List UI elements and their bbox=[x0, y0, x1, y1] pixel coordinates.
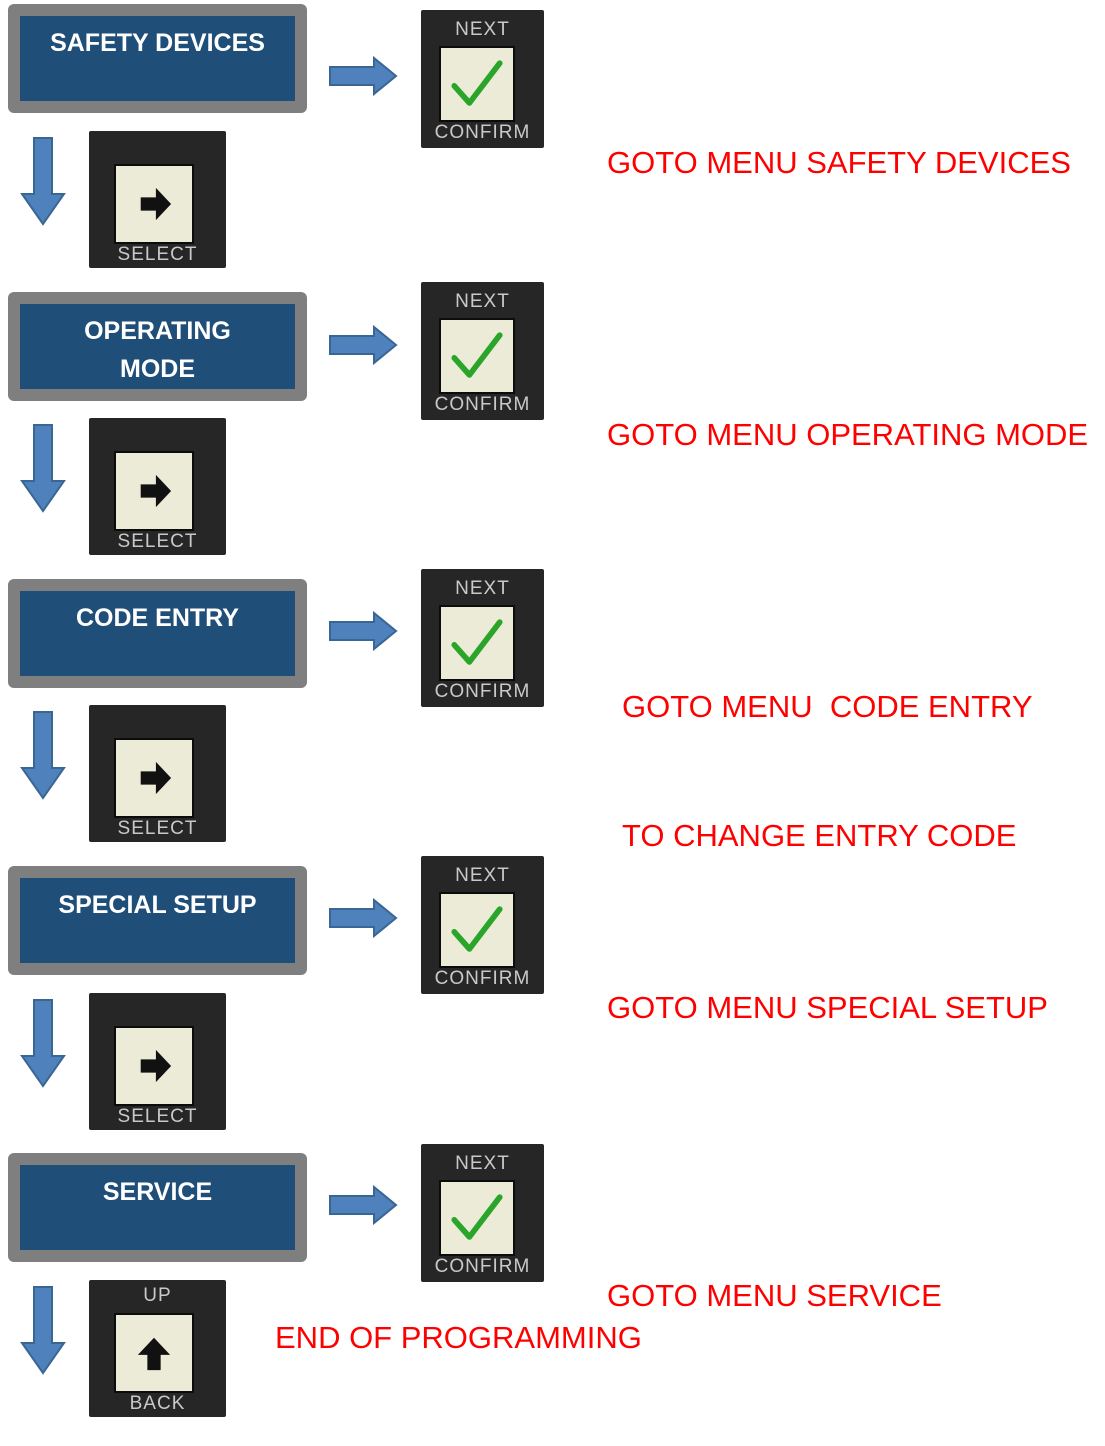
down-arrow-icon bbox=[20, 1286, 66, 1375]
right-arrow-icon bbox=[329, 1185, 398, 1225]
menu-label: SERVICE bbox=[20, 1165, 295, 1250]
menu-box-code-entry: CODE ENTRY bbox=[8, 579, 307, 688]
select-key[interactable]: SELECT bbox=[89, 131, 226, 268]
key-face bbox=[439, 605, 515, 681]
key-face bbox=[114, 164, 194, 244]
select-key[interactable]: SELECT bbox=[89, 418, 226, 555]
menu-label: SAFETY DEVICES bbox=[20, 16, 295, 101]
right-arrow-icon bbox=[329, 611, 398, 651]
menu-label-line1: OPERATING bbox=[84, 317, 231, 345]
key-label-next: NEXT bbox=[455, 578, 510, 599]
checkmark-icon bbox=[451, 906, 503, 952]
menu-box-safety-devices: SAFETY DEVICES bbox=[8, 4, 307, 113]
menu-label: OPERATING MODE bbox=[20, 304, 295, 389]
checkmark-icon bbox=[451, 332, 503, 378]
annotation-line1: GOTO MENU SPECIAL SETUP bbox=[607, 990, 1048, 1025]
key-face bbox=[114, 738, 194, 818]
key-face bbox=[439, 46, 515, 122]
arrow-right-icon bbox=[140, 187, 172, 221]
key-label-next: NEXT bbox=[455, 19, 510, 40]
down-arrow-icon bbox=[20, 424, 66, 513]
menu-box-service: SERVICE bbox=[8, 1153, 307, 1262]
right-arrow-icon bbox=[329, 56, 398, 96]
end-of-programming-text: END OF PROGRAMMING bbox=[275, 1320, 642, 1355]
key-face bbox=[439, 892, 515, 968]
select-key[interactable]: SELECT bbox=[89, 993, 226, 1130]
key-label-next: NEXT bbox=[455, 291, 510, 312]
key-face bbox=[114, 1313, 194, 1393]
menu-label: SPECIAL SETUP bbox=[20, 878, 295, 963]
key-label-select: SELECT bbox=[117, 531, 198, 552]
key-label-confirm: CONFIRM bbox=[434, 681, 531, 702]
down-arrow-icon bbox=[20, 711, 66, 800]
menu-box-special-setup: SPECIAL SETUP bbox=[8, 866, 307, 975]
key-face bbox=[114, 451, 194, 531]
next-confirm-key[interactable]: NEXT CONFIRM bbox=[421, 569, 544, 707]
checkmark-icon bbox=[451, 619, 503, 665]
next-confirm-key[interactable]: NEXT CONFIRM bbox=[421, 282, 544, 420]
annotation-line1: GOTO MENU SAFETY DEVICES bbox=[607, 145, 1071, 180]
key-face bbox=[439, 318, 515, 394]
next-confirm-key[interactable]: NEXT CONFIRM bbox=[421, 10, 544, 148]
annotation-line1: GOTO MENU OPERATING MODE bbox=[607, 417, 1089, 452]
annotation-text: GOTO MENU OPERATING MODE bbox=[607, 327, 1088, 585]
key-label-select: SELECT bbox=[117, 1106, 198, 1127]
arrow-right-icon bbox=[140, 474, 172, 508]
right-arrow-icon bbox=[329, 898, 398, 938]
select-key[interactable]: SELECT bbox=[89, 705, 226, 842]
key-face bbox=[439, 1180, 515, 1256]
annotation-text: GOTO MENU SERVICE bbox=[607, 1188, 942, 1446]
menu-label-line1: SERVICE bbox=[102, 1178, 213, 1206]
annotation-line1: GOTO MENU CODE ENTRY bbox=[622, 689, 1033, 724]
next-confirm-key[interactable]: NEXT CONFIRM bbox=[421, 1144, 544, 1282]
menu-label-line1: CODE ENTRY bbox=[76, 604, 239, 632]
key-label-select: SELECT bbox=[117, 244, 198, 265]
checkmark-icon bbox=[451, 1194, 503, 1240]
arrow-up-icon bbox=[137, 1337, 171, 1371]
menu-label-line1: SPECIAL SETUP bbox=[58, 891, 257, 919]
key-label-next: NEXT bbox=[455, 1153, 510, 1174]
key-label-back: BACK bbox=[129, 1393, 186, 1414]
annotation-text: GOTO MENU SPECIAL SETUP bbox=[607, 900, 1048, 1158]
right-arrow-icon bbox=[329, 325, 398, 365]
arrow-right-icon bbox=[140, 1049, 172, 1083]
up-back-key[interactable]: UP BACK bbox=[89, 1280, 226, 1417]
next-confirm-key[interactable]: NEXT CONFIRM bbox=[421, 856, 544, 994]
key-label-up: UP bbox=[143, 1285, 172, 1306]
key-label-confirm: CONFIRM bbox=[434, 968, 531, 989]
menu-label-line2: MODE bbox=[120, 355, 195, 383]
key-label-select: SELECT bbox=[117, 818, 198, 839]
checkmark-icon bbox=[451, 60, 503, 106]
menu-label: CODE ENTRY bbox=[20, 591, 295, 676]
annotation-text: GOTO MENU CODE ENTRY TO CHANGE ENTRY COD… bbox=[622, 599, 1033, 900]
annotation-line1: GOTO MENU SERVICE bbox=[607, 1278, 942, 1313]
arrow-right-icon bbox=[140, 761, 172, 795]
down-arrow-icon bbox=[20, 999, 66, 1088]
annotation-text: GOTO MENU SAFETY DEVICES bbox=[607, 55, 1071, 313]
annotation-line2: TO CHANGE ENTRY CODE bbox=[622, 818, 1017, 853]
menu-box-operating-mode: OPERATING MODE bbox=[8, 292, 307, 401]
key-face bbox=[114, 1026, 194, 1106]
key-label-confirm: CONFIRM bbox=[434, 122, 531, 143]
menu-label-line1: SAFETY DEVICES bbox=[50, 29, 265, 57]
down-arrow-icon bbox=[20, 137, 66, 226]
key-label-next: NEXT bbox=[455, 865, 510, 886]
key-label-confirm: CONFIRM bbox=[434, 1256, 531, 1277]
key-label-confirm: CONFIRM bbox=[434, 394, 531, 415]
